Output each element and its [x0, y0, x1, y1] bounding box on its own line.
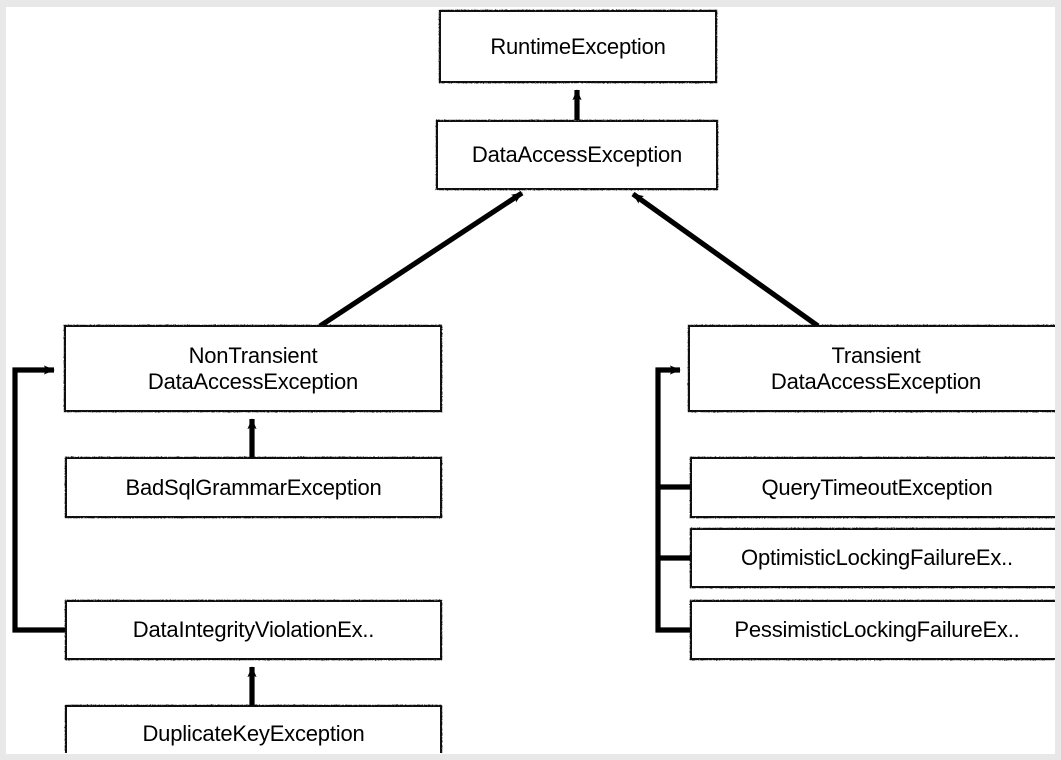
- node-transient-data-access-exception[interactable]: Transient DataAccessException: [690, 327, 1055, 410]
- node-label-transient-data-access-exception: Transient DataAccessException: [770, 342, 982, 394]
- connector-layer: [12, 89, 820, 706]
- node-non-transient-data-access-exception[interactable]: NonTransient DataAccessException: [66, 327, 440, 410]
- node-pessimistic-locking-failure-exception[interactable]: PessimisticLockingFailureEx..: [692, 602, 1055, 658]
- node-label-bad-sql-grammar-exception: BadSqlGrammarException: [125, 474, 382, 500]
- node-data-access-exception[interactable]: DataAccessException: [438, 122, 716, 188]
- node-label-optimistic-locking-failure-exception: OptimisticLockingFailureEx..: [741, 545, 1013, 571]
- node-runtime-exception[interactable]: RuntimeException: [441, 12, 715, 81]
- node-label-data-integrity-violation-exception: DataIntegrityViolationEx..: [132, 617, 375, 643]
- node-label-pessimistic-locking-failure-exception: PessimisticLockingFailureEx..: [734, 617, 1020, 643]
- edge-nontransient-to-dataaccessexception: [318, 190, 524, 329]
- node-optimistic-locking-failure-exception[interactable]: OptimisticLockingFailureEx..: [692, 530, 1055, 586]
- node-duplicate-key-exception[interactable]: DuplicateKeyException: [67, 707, 440, 753]
- node-label-data-access-exception: DataAccessException: [471, 142, 683, 168]
- node-label-non-transient-data-access-exception: NonTransient DataAccessException: [147, 342, 359, 394]
- node-query-timeout-exception[interactable]: QueryTimeoutException: [692, 459, 1055, 516]
- node-label-query-timeout-exception: QueryTimeoutException: [761, 474, 993, 500]
- node-bad-sql-grammar-exception[interactable]: BadSqlGrammarException: [67, 459, 440, 516]
- node-label-duplicate-key-exception: DuplicateKeyException: [142, 720, 365, 746]
- node-label-runtime-exception: RuntimeException: [490, 33, 666, 59]
- diagram-page: RuntimeException DataAccessException Non…: [6, 7, 1055, 753]
- node-data-integrity-violation-exception[interactable]: DataIntegrityViolationEx..: [67, 602, 440, 658]
- edge-bus-transient-subclasses: [655, 365, 691, 633]
- edge-dataintegrityviolation-to-nontransient: [12, 365, 66, 633]
- edge-transient-to-dataaccessexception: [631, 191, 820, 329]
